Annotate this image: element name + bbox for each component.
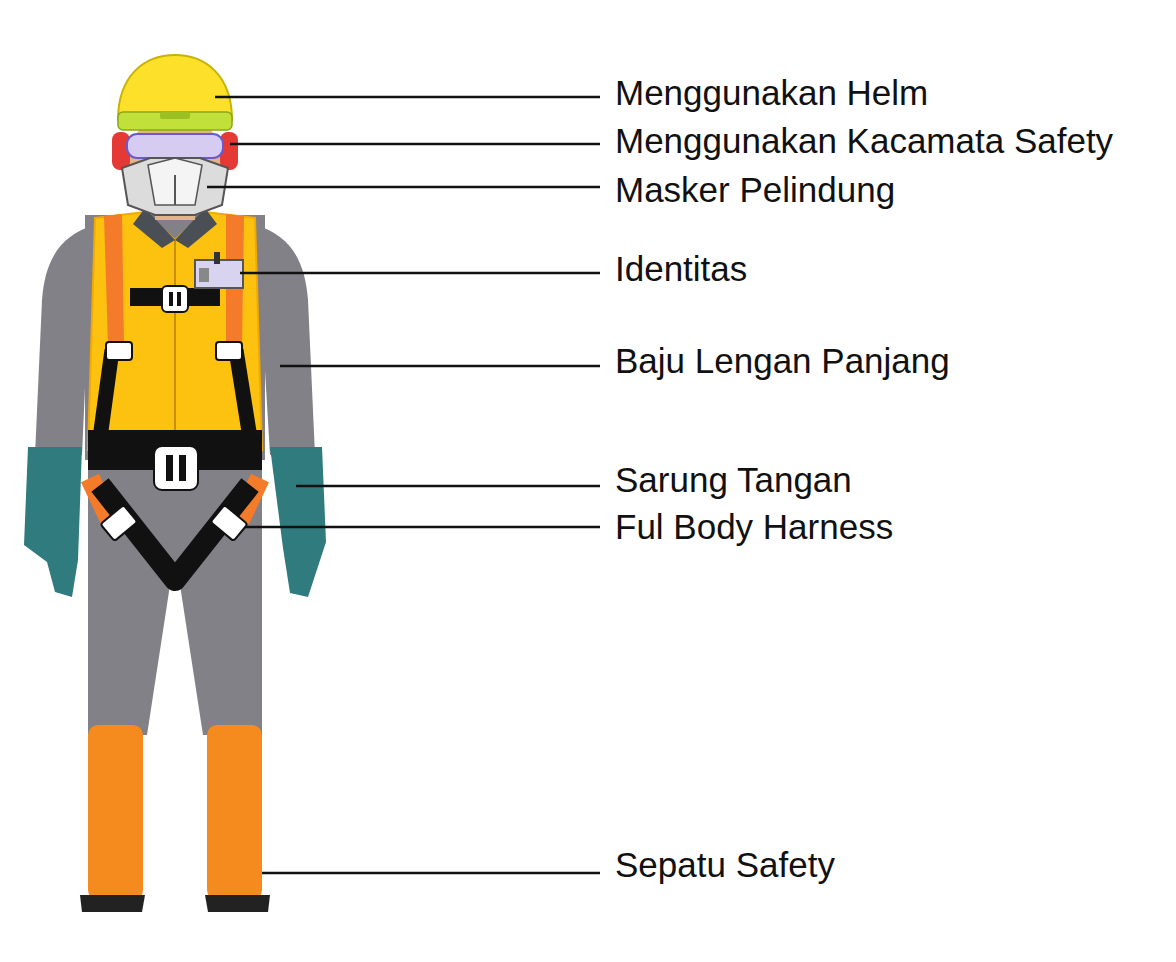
callout-label: Sarung Tangan bbox=[615, 460, 852, 500]
leader-lines bbox=[207, 97, 600, 873]
callout-label: Masker Pelindung bbox=[615, 170, 895, 210]
worker-figure bbox=[24, 55, 326, 912]
callout-label: Sepatu Safety bbox=[615, 845, 835, 885]
callout-label: Ful Body Harness bbox=[615, 507, 893, 547]
callout-label: Menggunakan Helm bbox=[615, 73, 928, 113]
callout-label: Identitas bbox=[615, 249, 747, 289]
callout-label: Menggunakan Kacamata Safety bbox=[615, 121, 1113, 161]
callout-label: Baju Lengan Panjang bbox=[615, 341, 950, 381]
